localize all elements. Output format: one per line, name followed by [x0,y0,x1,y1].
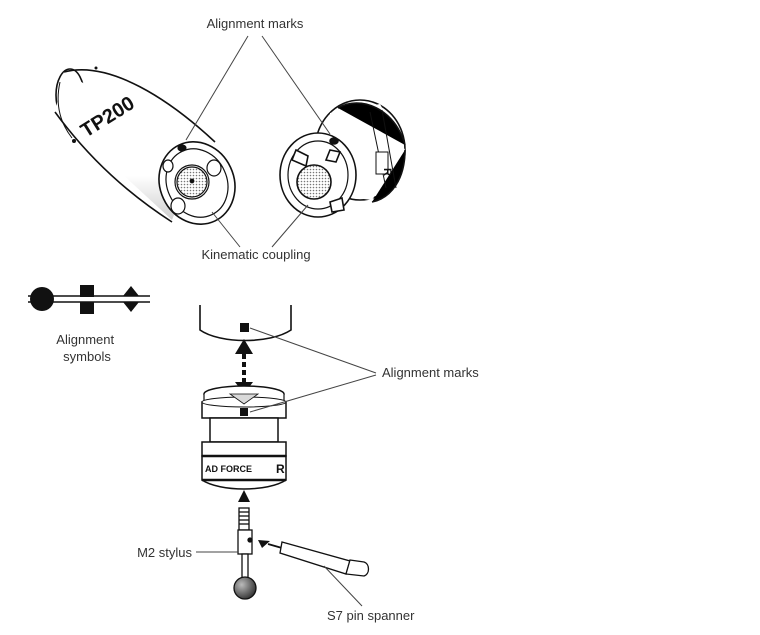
module-band-text: AD FORCE [205,464,252,474]
alignment-symbols-label: Alignment symbols [56,332,117,364]
square-symbol-icon [80,302,94,314]
tp200-probe-body [54,68,236,225]
probe-body-dot [94,66,98,70]
stylus-module-side [201,385,287,490]
square-symbol-icon [80,285,94,297]
triangle-up-symbol-icon [123,286,139,296]
module-top-brand-text: R [381,168,393,176]
insert-arrow-icon [238,490,250,502]
alignment-marks-label-top: Alignment marks [207,16,304,31]
probe-body-dot [72,139,76,143]
stylus-module-top [279,99,406,218]
alignment-symbols-label-line2: symbols [63,349,111,364]
alignment-mark-probe [240,323,249,332]
alignment-marks-leaders-top [185,35,331,141]
m2-stylus-label: M2 stylus [137,545,192,560]
alignment-symbols [28,285,150,314]
alignment-symbols-label-line1: Alignment [56,332,114,347]
m2-stylus [233,507,257,600]
probe-body-end [199,305,292,342]
module-band-brand-text: R [276,462,285,476]
alignment-marks-label-mid: Alignment marks [382,365,479,380]
s7-pin-spanner [258,540,370,577]
alignment-marks-leaders-mid [249,327,377,413]
tp200-kinematic-face [162,144,222,215]
circle-symbol-icon [30,287,54,311]
triangle-down-symbol-icon [123,302,139,312]
s7-pin-spanner-leader [323,565,363,607]
alignment-mark-module [240,408,248,416]
kinematic-coupling-label: Kinematic coupling [201,247,310,262]
s7-pin-spanner-label: S7 pin spanner [327,608,415,623]
kinematic-coupling-leaders [211,204,309,248]
